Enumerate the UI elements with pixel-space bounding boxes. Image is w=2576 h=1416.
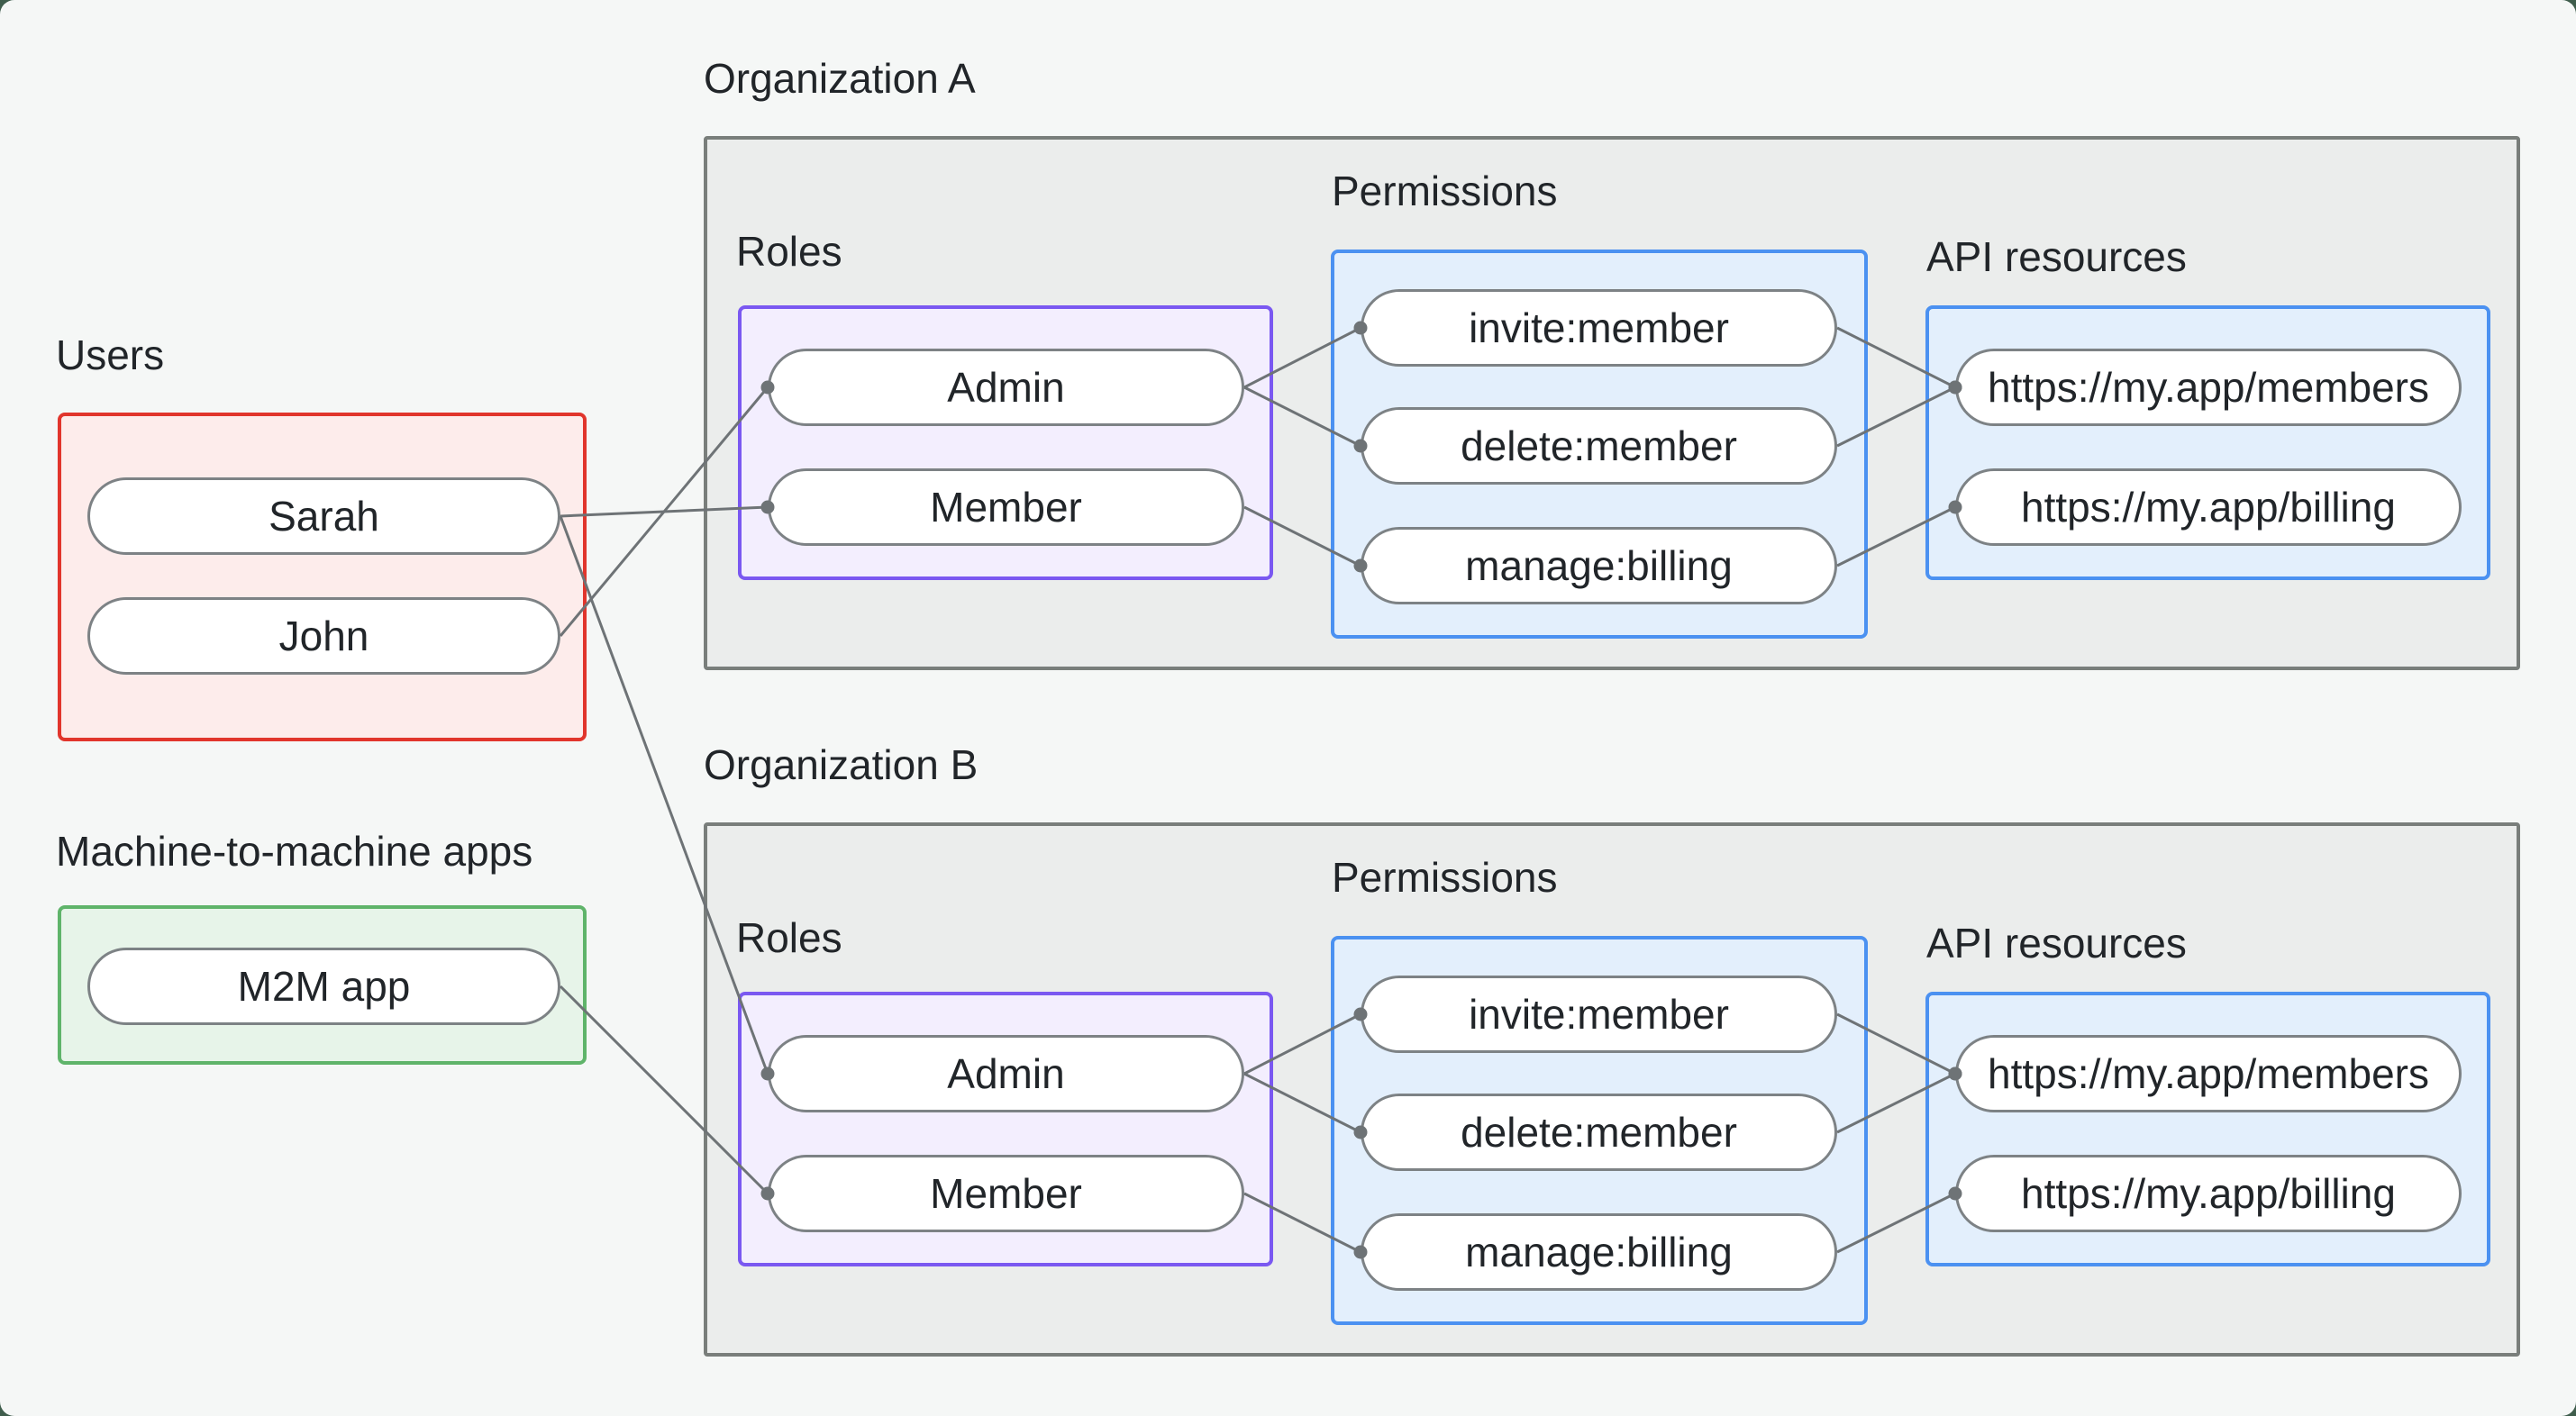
- node-org-a-permission-manage-billing: manage:billing: [1361, 527, 1837, 604]
- node-org-b-api-billing: https://my.app/billing: [1955, 1155, 2462, 1232]
- node-org-a-role-member: Member: [768, 468, 1244, 546]
- org-a-roles-label: Roles: [736, 228, 842, 275]
- node-org-b-permission-invite-member: invite:member: [1361, 976, 1837, 1053]
- node-org-a-permission-delete-member: delete:member: [1361, 407, 1837, 485]
- node-org-a-api-billing: https://my.app/billing: [1955, 468, 2462, 546]
- node-org-b-role-admin: Admin: [768, 1035, 1244, 1112]
- node-org-a-role-admin: Admin: [768, 349, 1244, 426]
- users-group-box: [58, 413, 587, 741]
- node-org-b-permission-delete-member: delete:member: [1361, 1094, 1837, 1171]
- org-b-permissions-label: Permissions: [1332, 854, 1558, 901]
- users-group-label: Users: [56, 331, 165, 378]
- node-m2m-app: M2M app: [87, 948, 560, 1025]
- org-a-api-resources-label: API resources: [1926, 233, 2187, 280]
- org-a-permissions-label: Permissions: [1332, 168, 1558, 214]
- node-org-a-permission-invite-member: invite:member: [1361, 289, 1837, 367]
- node-user-john: John: [87, 597, 560, 675]
- m2m-group-label: Machine-to-machine apps: [56, 828, 533, 875]
- node-org-b-permission-manage-billing: manage:billing: [1361, 1213, 1837, 1291]
- org-b-label: Organization B: [704, 741, 979, 788]
- org-b-api-resources-label: API resources: [1926, 920, 2187, 967]
- node-user-sarah: Sarah: [87, 477, 560, 555]
- org-a-label: Organization A: [704, 55, 976, 102]
- node-org-b-role-member: Member: [768, 1155, 1244, 1232]
- node-org-b-api-members: https://my.app/members: [1955, 1035, 2462, 1112]
- node-org-a-api-members: https://my.app/members: [1955, 349, 2462, 426]
- org-b-roles-label: Roles: [736, 914, 842, 961]
